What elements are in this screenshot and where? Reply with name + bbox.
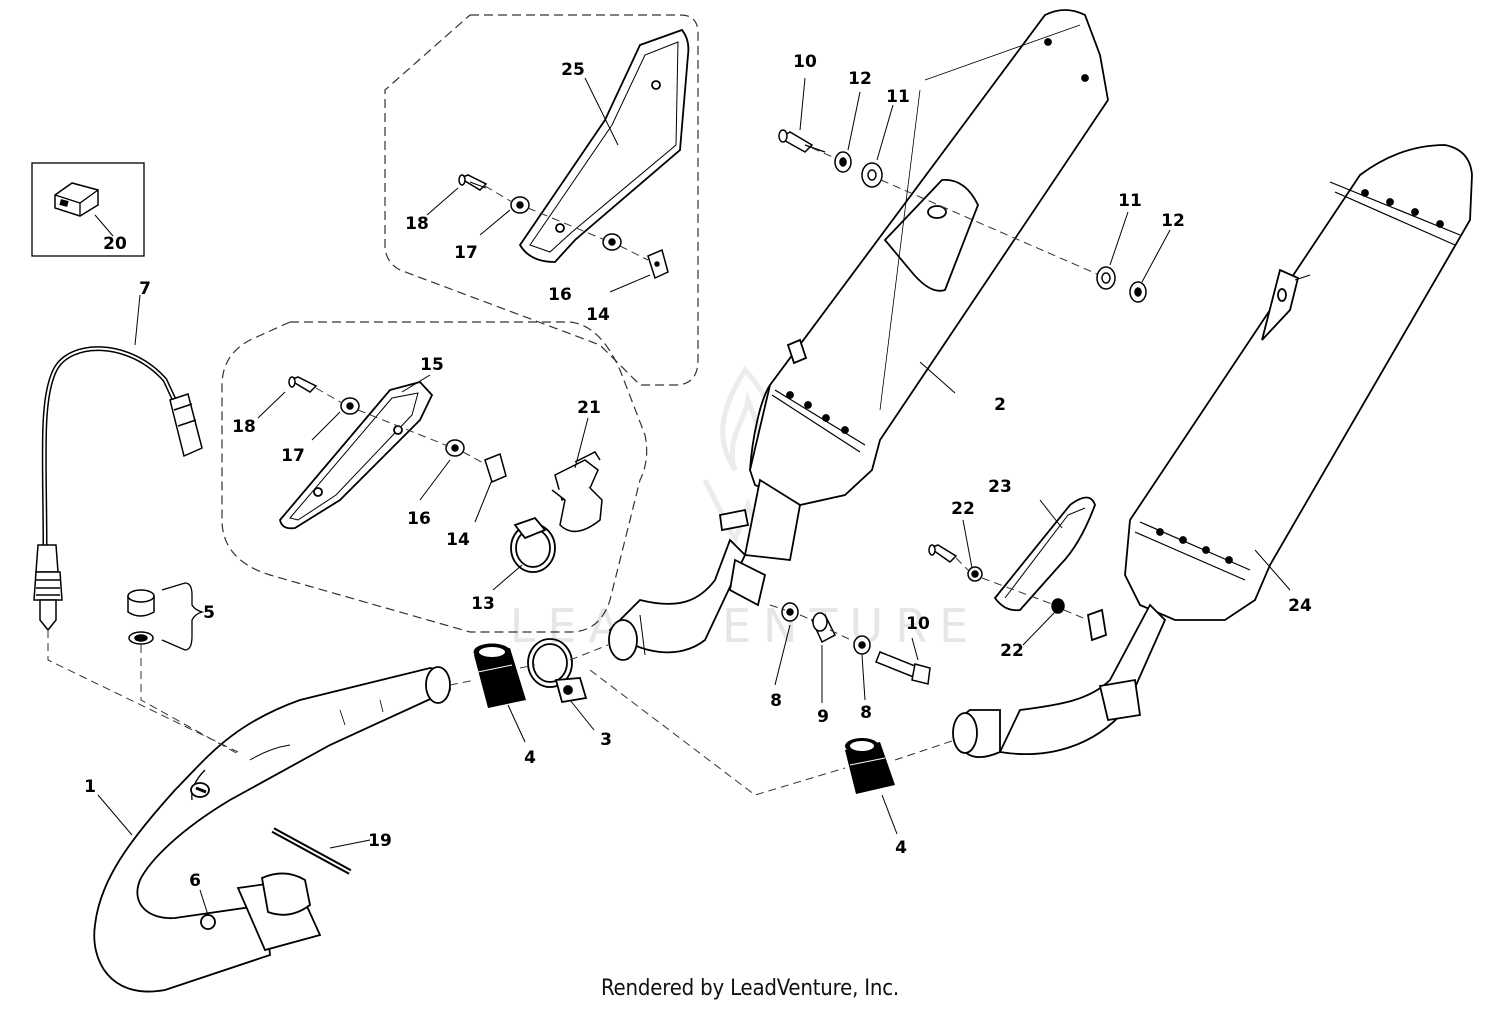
callout-part-18-lower: 18: [232, 417, 256, 437]
callout-part-19: 19: [368, 831, 392, 851]
callout-part-15: 15: [420, 355, 444, 375]
part-23-heat-shield: [993, 496, 1096, 612]
lower-muffler-fasteners: [781, 602, 931, 685]
callout-part-24: 24: [1288, 596, 1312, 616]
callout-part-13: 13: [471, 594, 495, 614]
part-15-heat-shield: [279, 380, 434, 530]
callout-part-1: 1: [84, 777, 96, 797]
part-25-heat-shield: [518, 28, 690, 263]
lower-shield-hardware: [288, 376, 507, 484]
callout-labels: 1 2 3 4 4 5 6 7 8 8 9 10 10 11 11 12 12 …: [84, 52, 1312, 891]
callout-part-2: 2: [994, 395, 1006, 415]
part-20-connector-box: [31, 162, 145, 257]
callout-part-22-lower: 22: [1000, 641, 1024, 661]
watermark-text: LEADVENTURE: [510, 599, 981, 653]
callout-part-22-upper: 22: [951, 499, 975, 519]
callout-part-10-lower: 10: [906, 614, 930, 634]
callout-part-18-upper: 18: [405, 214, 429, 234]
callout-part-9: 9: [817, 707, 829, 727]
callout-part-17-lower: 17: [281, 446, 305, 466]
part-13-hose-clamp: [510, 516, 556, 573]
callout-part-14-lower: 14: [446, 530, 470, 550]
callout-part-8-right: 8: [860, 703, 872, 723]
callout-part-12-upper: 12: [848, 69, 872, 89]
callout-part-4-left: 4: [524, 748, 536, 768]
callout-part-16-upper: 16: [548, 285, 572, 305]
part-7-oxygen-sensor: [33, 346, 203, 632]
part-3-clamp: [527, 638, 588, 704]
callout-part-8-left: 8: [770, 691, 782, 711]
callout-part-5: 5: [203, 603, 215, 623]
part-19-gasket: [271, 827, 352, 875]
group-outline-upper-heat-shield: [384, 14, 699, 386]
callout-part-16-lower: 16: [407, 509, 431, 529]
upper-muffler-fasteners: [778, 129, 1147, 303]
callout-part-11-upper: 11: [886, 87, 910, 107]
part-22-fasteners: [928, 544, 1065, 614]
part-4-sleeve-left: [473, 643, 526, 708]
leader-lines: [94, 77, 1291, 916]
callout-part-23: 23: [988, 477, 1012, 497]
callout-part-6: 6: [189, 871, 201, 891]
callout-part-25: 25: [561, 60, 585, 80]
part-4-sleeve-right: [845, 738, 895, 794]
part-5-plug-and-washer: [127, 582, 205, 651]
callout-part-10-upper: 10: [793, 52, 817, 72]
assembly-lines: [47, 147, 1098, 796]
callout-part-17-upper: 17: [454, 243, 478, 263]
callout-part-7: 7: [139, 279, 151, 299]
part-21-hanger-clip: [551, 451, 603, 533]
callout-part-11-right: 11: [1118, 191, 1142, 211]
part-24-muffler: [952, 144, 1473, 759]
callout-part-3: 3: [600, 730, 612, 750]
part-2-muffler: [608, 9, 1109, 661]
part-1-header-pipe: [93, 666, 451, 993]
callout-part-4-right: 4: [895, 838, 907, 858]
callout-part-12-right: 12: [1161, 211, 1185, 231]
callout-part-14-upper: 14: [586, 305, 610, 325]
callout-part-21: 21: [577, 398, 601, 418]
group-outline-lower-heat-shield: [221, 321, 648, 633]
callout-part-20: 20: [103, 234, 127, 254]
render-credit: Rendered by LeadVenture, Inc.: [601, 976, 899, 1001]
upper-shield-hardware: [458, 174, 669, 280]
